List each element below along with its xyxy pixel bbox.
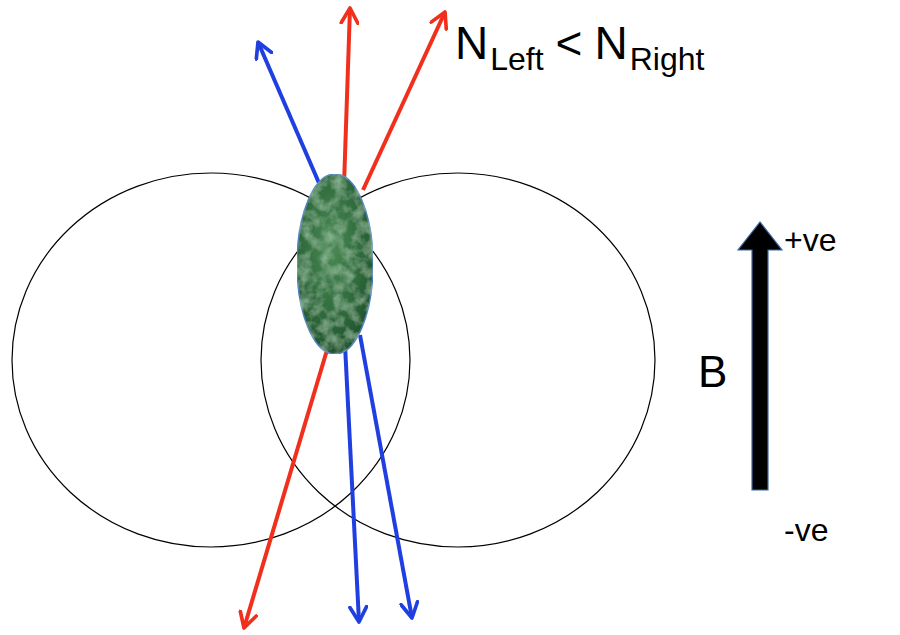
subscript-label: Left [490, 43, 543, 75]
polarity-label: -ve [784, 514, 828, 546]
blue-particle-arrow [258, 42, 322, 190]
left-nucleus [12, 173, 410, 547]
polarity-label: +ve [784, 224, 836, 256]
red-particle-arrow [244, 340, 330, 628]
field-label: B [698, 350, 727, 394]
magnetic-field-arrow [738, 222, 782, 490]
right-nucleus [261, 173, 655, 547]
red-particle-arrow [363, 12, 445, 190]
overlap-region [297, 174, 373, 354]
count-symbol: N [455, 20, 488, 66]
blue-particle-arrow [345, 345, 359, 622]
count-symbol: N [594, 20, 627, 66]
blue-particle-arrow [360, 335, 412, 618]
comparison-symbol: < [556, 20, 583, 66]
red-particle-arrow [344, 8, 350, 185]
subscript-label: Right [630, 43, 705, 75]
